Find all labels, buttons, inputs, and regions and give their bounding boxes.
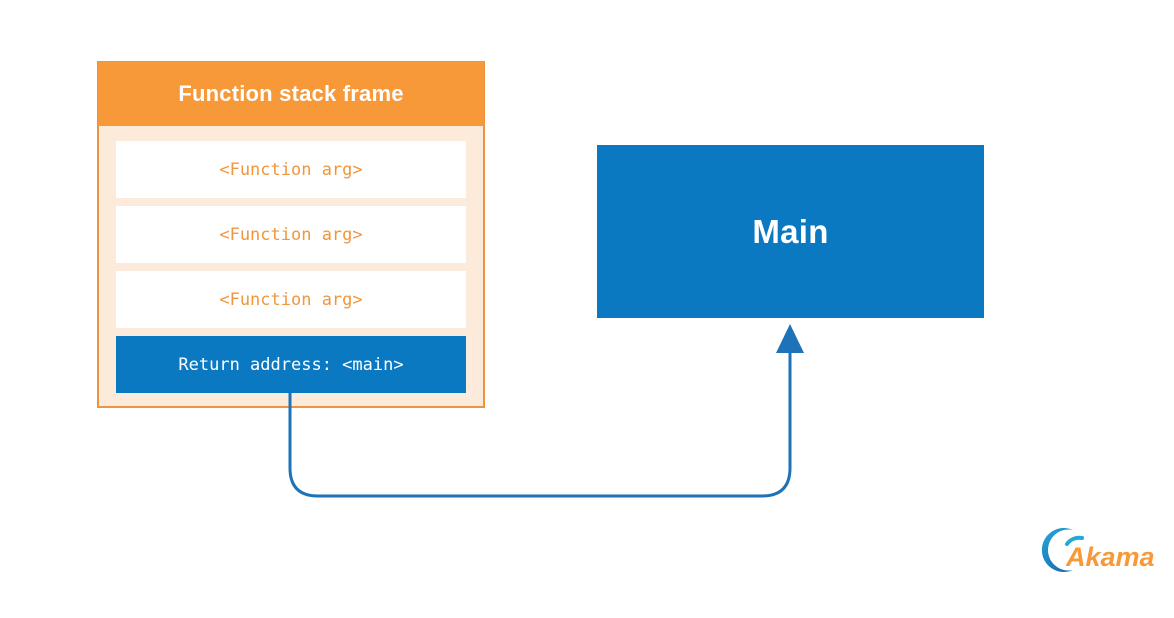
akamai-logo: Akamai bbox=[1041, 528, 1154, 572]
function-arg-slot-2: <Function arg> bbox=[116, 206, 466, 263]
stack-frame-title: Function stack frame bbox=[98, 62, 484, 126]
return-address-slot: Return address: <main> bbox=[116, 336, 466, 393]
function-arg-slot-3: <Function arg> bbox=[116, 271, 466, 328]
return-arrow-head bbox=[776, 324, 804, 353]
akamai-logo-text: Akamai bbox=[1065, 542, 1154, 572]
akamai-swoosh-icon bbox=[1041, 528, 1073, 572]
akamai-swoosh-inner-arc-icon bbox=[1065, 535, 1084, 546]
main-box: Main bbox=[597, 145, 984, 318]
function-stack-frame: Function stack frame <Function arg> <Fun… bbox=[97, 61, 485, 408]
function-arg-slot-1: <Function arg> bbox=[116, 141, 466, 198]
stack-frame-body: <Function arg> <Function arg> <Function … bbox=[99, 125, 483, 408]
